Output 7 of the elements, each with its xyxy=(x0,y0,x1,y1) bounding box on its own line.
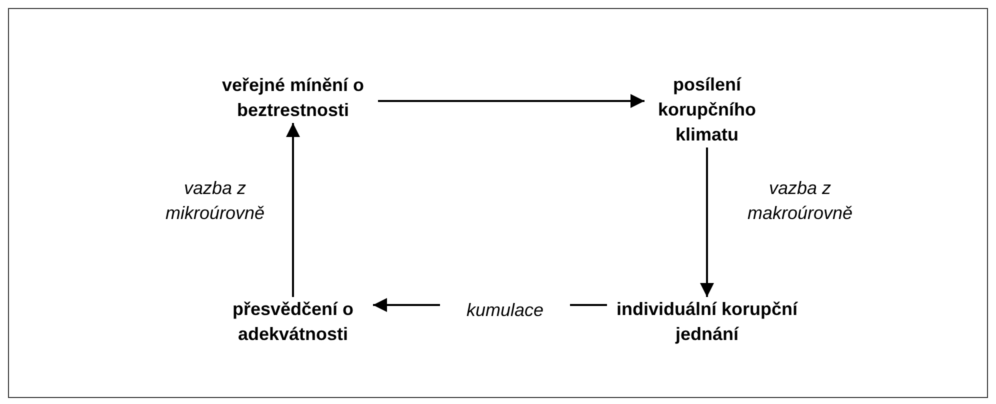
node-text: individuální korupční jednání xyxy=(615,298,799,346)
node-text: přesvědčení o adekvátnosti xyxy=(231,298,355,346)
arrow xyxy=(286,123,300,297)
node-text: veřejné mínění o beztrestnosti xyxy=(220,74,366,122)
node-text: posílení korupčního klimatu xyxy=(657,74,757,146)
arrow xyxy=(378,94,644,108)
arrow xyxy=(700,148,714,297)
